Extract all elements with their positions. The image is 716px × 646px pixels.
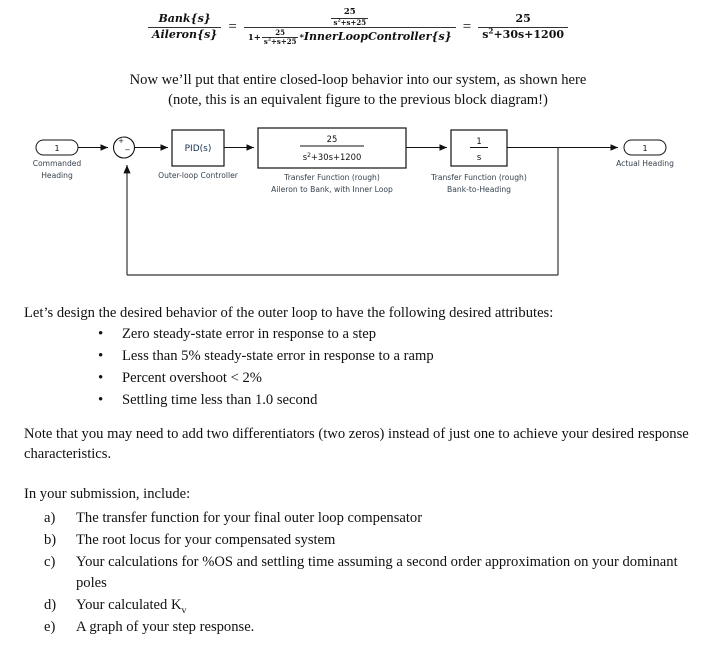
feedback-path (123, 147, 559, 276)
controller-block-text: PID(s) (185, 144, 212, 154)
list-item: Zero steady-state error in response to a… (90, 323, 670, 345)
inner-loop-controller-term: InnerLoopController{s} (303, 30, 452, 44)
list-marker: a) (44, 510, 56, 526)
multiply-sign: * (299, 32, 304, 43)
input-port-number: 1 (54, 144, 59, 153)
attributes-intro-text: Let’s design the desired behavior of the… (24, 305, 554, 321)
list-item: Less than 5% steady-state error in respo… (90, 345, 670, 367)
output-port-number: 1 (642, 144, 647, 153)
plant-den-exp: 2 (307, 152, 311, 159)
plant-label-2: Aileron to Bank, with Inner Loop (271, 185, 393, 194)
equation-middle-fraction: 25 s2+s+25 1+ 25 s2+s+25 * InnerLoopCont… (243, 7, 456, 47)
integrator-label-1: Transfer Function (rough) (430, 173, 527, 182)
list-item: c) Your calculations for %OS and settlin… (44, 552, 694, 594)
inner-den: s2+s+25 (261, 37, 299, 47)
kv-subscript: v (181, 604, 187, 616)
one-plus: 1+ (247, 32, 261, 43)
middle-numerator: 25 s2+s+25 (326, 7, 373, 27)
middle-num-den: s2+s+25 (331, 17, 369, 27)
equals-sign-1: = (228, 18, 237, 35)
list-item-text: Your calculations for %OS and settling t… (76, 554, 678, 591)
block-diagram: 1 Commanded Heading + − PID(s) Outer-loo… (0, 118, 716, 293)
outer-loop-controller-block: PID(s) Outer-loop Controller (158, 129, 239, 180)
plant-denominator: s2+30s+1200 (303, 152, 362, 162)
controller-block-label: Outer-loop Controller (158, 171, 239, 180)
middle-denominator: 1+ 25 s2+s+25 * InnerLoopController{s} (243, 27, 456, 47)
input-port-label-2: Heading (41, 171, 73, 180)
note-paragraph: Note that you may need to add two differ… (24, 426, 689, 462)
list-item: a) The transfer function for your final … (44, 508, 694, 529)
equation-lhs-fraction: Bank{s} Aileron{s} (147, 11, 222, 42)
submission-list: a) The transfer function for your final … (44, 508, 694, 639)
input-port-label-1: Commanded (33, 159, 82, 168)
list-item: Settling time less than 1.0 second (90, 389, 670, 411)
list-item: Percent overshoot < 2% (90, 367, 670, 389)
integrator-denominator: s (477, 152, 481, 162)
equation-row: Bank{s} Aileron{s} = 25 s2+s+25 1+ 25 s2… (147, 7, 569, 47)
sum-plus-sign: + (118, 137, 124, 145)
lhs-denominator: Aileron{s} (147, 26, 222, 42)
attributes-list: Zero steady-state error in response to a… (90, 323, 670, 411)
list-item-text: A graph of your step response. (76, 619, 255, 635)
equation-rhs-fraction: 25 s2+30s+1200 (478, 11, 569, 42)
inner-num: 25 (275, 28, 286, 38)
rhs-denominator: s2+30s+1200 (478, 26, 569, 42)
list-item: b) The root locus for your compensated s… (44, 530, 694, 551)
integrator-transfer-function-block: 1 s Transfer Function (rough) Bank-to-He… (430, 129, 527, 194)
plant-numerator: 25 (327, 134, 338, 144)
list-item-text: Your calculated Kv (76, 597, 187, 616)
integrator-label-2: Bank-to-Heading (447, 185, 511, 194)
list-marker: b) (44, 532, 57, 548)
plant-den-base: s (303, 152, 307, 162)
equals-sign-2: = (462, 18, 472, 35)
actual-heading-port: 1 Actual Heading (616, 139, 674, 168)
submission-intro-text: In your submission, include: (24, 486, 191, 502)
closed-loop-equation: Bank{s} Aileron{s} = 25 s2+s+25 1+ 25 s2… (0, 7, 716, 47)
list-marker: d) (44, 597, 57, 613)
lhs-numerator: Bank{s} (158, 11, 211, 25)
commanded-heading-port: 1 Commanded Heading (33, 139, 82, 180)
list-item: e) A graph of your step response. (44, 617, 694, 638)
list-item: d) Your calculated Kv (44, 595, 694, 616)
summing-junction: + − (112, 136, 136, 159)
list-item-text: The transfer function for your final out… (76, 510, 423, 526)
list-marker: e) (44, 619, 56, 635)
middle-num-value: 25 (343, 7, 356, 17)
list-marker: c) (44, 554, 56, 570)
rhs-numerator: 25 (515, 11, 531, 25)
intro-line-1: Now we’ll put that entire closed-loop be… (129, 72, 587, 88)
plant-label-1: Transfer Function (rough) (283, 173, 380, 182)
plant-den-rest: +30s+1200 (311, 152, 361, 162)
intro-line-2: (note, this is an equivalent figure to t… (168, 92, 548, 108)
intro-paragraph: Now we’ll put that entire closed-loop be… (58, 70, 658, 110)
plant-transfer-function-block: 25 s2+30s+1200 Transfer Function (rough)… (257, 127, 407, 194)
sum-minus-sign: − (125, 146, 131, 154)
output-port-label: Actual Heading (616, 159, 674, 168)
list-item-text: The root locus for your compensated syst… (76, 532, 336, 548)
integrator-numerator: 1 (476, 136, 481, 146)
